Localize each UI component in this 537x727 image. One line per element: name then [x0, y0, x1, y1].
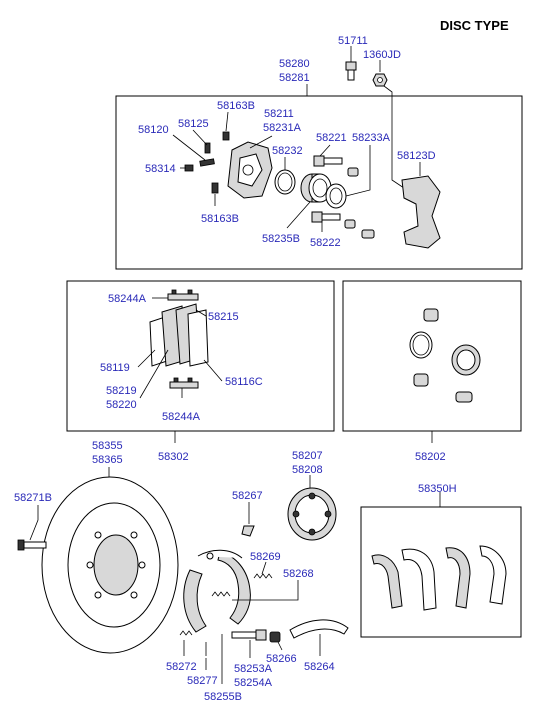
- label-58266: 58266: [266, 653, 297, 665]
- label-58355: 58355: [92, 440, 123, 452]
- shoe-set-box: [360, 506, 522, 638]
- label-58277: 58277: [187, 675, 218, 687]
- caliper-bracket-58123d-icon: [401, 175, 441, 249]
- label-58302: 58302: [158, 451, 189, 463]
- leader-line: [172, 134, 206, 161]
- spring-58266-icon: [269, 631, 281, 643]
- label-58222: 58222: [310, 237, 341, 249]
- spring-58272-icon: [179, 630, 193, 636]
- leader-line: [319, 144, 331, 157]
- leader-line: [29, 505, 39, 541]
- leader-line: [383, 85, 405, 189]
- leader-line: [195, 309, 207, 317]
- seal-kit-ring-icon: [409, 331, 433, 359]
- label-58207: 58207: [292, 450, 323, 462]
- caliper-assembly-box: [115, 95, 523, 270]
- label-58120: 58120: [138, 124, 169, 136]
- nut-1360jd-icon: [372, 73, 388, 87]
- label-51711: 51711: [338, 35, 368, 47]
- label-58365: 58365: [92, 454, 123, 466]
- label-58244a-top: 58244A: [108, 293, 147, 305]
- diagram-title: DISC TYPE: [440, 18, 509, 33]
- label-58202: 58202: [415, 451, 446, 463]
- spring-58268-icon: [211, 591, 231, 597]
- label-58255b: 58255B: [204, 691, 242, 703]
- label-58254a: 58254A: [234, 677, 273, 689]
- label-58221: 58221: [316, 132, 347, 144]
- label-58125: 58125: [178, 118, 209, 130]
- seal-kit-boot-top-icon: [423, 308, 439, 322]
- pin-boot-right-icon: [344, 219, 375, 239]
- adjuster-58253a-icon: [231, 629, 267, 641]
- label-58268: 58268: [283, 568, 314, 580]
- anti-squeal-clip-top-icon: [167, 289, 199, 301]
- guide-pin-58222-icon: [311, 211, 341, 223]
- brake-pads-icon: [149, 303, 209, 367]
- seal-kit-piston-boot-icon: [451, 344, 481, 376]
- label-58231a: 58231A: [263, 122, 302, 134]
- boot-58233a-icon: [325, 183, 347, 209]
- bolt-58163b-top-icon: [222, 131, 230, 141]
- label-58123d: 58123D: [397, 150, 436, 162]
- label-58233a: 58233A: [352, 132, 391, 144]
- label-58271b: 58271B: [14, 492, 52, 504]
- label-58267: 58267: [232, 490, 263, 502]
- leader-line: [345, 145, 371, 197]
- pin-boot-top-icon: [347, 167, 359, 177]
- brake-shoe-set-icon: [371, 545, 507, 611]
- bolt-58271b-icon: [17, 539, 47, 551]
- leader-line: [192, 129, 208, 146]
- bleeder-screw-58120-icon: [199, 158, 215, 167]
- label-1360jd: 1360JD: [363, 49, 401, 61]
- label-58219: 58219: [106, 385, 137, 397]
- label-58116c: 58116C: [225, 376, 263, 388]
- label-58281: 58281: [279, 72, 310, 84]
- leader-line: [203, 359, 223, 382]
- leader-line: [261, 561, 267, 575]
- seal-kit-boot-left-icon: [413, 373, 429, 387]
- label-58208: 58208: [292, 464, 323, 476]
- seal-kit-boot-right-icon: [455, 391, 473, 403]
- leader-line: [139, 349, 169, 399]
- label-58235b: 58235B: [262, 233, 300, 245]
- label-58211: 58211: [264, 108, 294, 120]
- label-58280: 58280: [279, 58, 310, 70]
- pad-kit-box: [66, 280, 335, 432]
- label-58215: 58215: [208, 311, 239, 323]
- cap-58314-icon: [184, 164, 194, 172]
- leader-line: [286, 201, 311, 229]
- leader-line: [277, 641, 283, 651]
- leader-line: [137, 349, 156, 368]
- label-58232: 58232: [272, 145, 303, 157]
- parking-brake-shoe-assembly-icon: [183, 549, 251, 633]
- label-58244a-bottom: 58244A: [162, 411, 201, 423]
- label-58269: 58269: [250, 551, 281, 563]
- seal-kit-box: [342, 280, 522, 432]
- anti-squeal-clip-bottom-icon: [169, 377, 199, 389]
- backing-plate-58355-icon: [41, 476, 179, 654]
- label-58163b-bottom: 58163B: [201, 213, 239, 225]
- bolt-51711-icon: [345, 61, 357, 81]
- label-58264: 58264: [304, 661, 335, 673]
- label-58350h: 58350H: [418, 483, 457, 495]
- leader-line: [225, 111, 229, 132]
- label-58119: 58119: [100, 362, 130, 374]
- label-58253a: 58253A: [234, 663, 273, 675]
- label-58314: 58314: [145, 163, 176, 175]
- label-58220: 58220: [106, 399, 137, 411]
- spring-58269-icon: [253, 573, 273, 579]
- leader-line: [232, 580, 299, 601]
- bolt-58125-icon: [204, 142, 211, 154]
- label-58163b-top: 58163B: [217, 100, 255, 112]
- dust-plate-58264-icon: [289, 619, 349, 639]
- bolt-58163b-bottom-icon: [211, 182, 219, 194]
- caliper-body-icon: [227, 141, 273, 199]
- guide-pin-58221-icon: [313, 155, 343, 167]
- label-58272: 58272: [166, 661, 197, 673]
- brake-drum-58207-icon: [287, 487, 337, 541]
- piston-58235b-icon: [300, 173, 332, 203]
- adjuster-clip-58267-icon: [241, 525, 255, 537]
- leader-line: [249, 135, 273, 149]
